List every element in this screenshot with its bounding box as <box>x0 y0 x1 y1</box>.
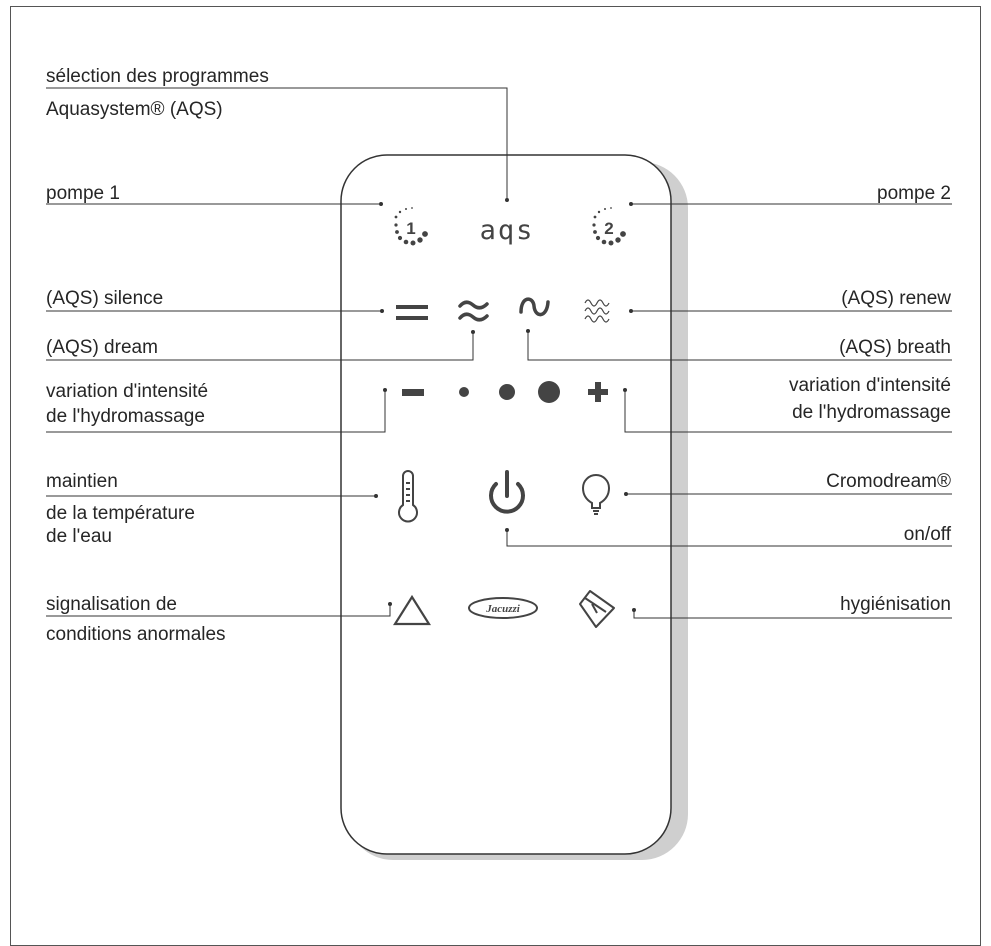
remote-body <box>340 154 672 855</box>
label-signalisation-line1: signalisation de <box>46 594 177 615</box>
power-icon <box>489 470 525 514</box>
thermometer-icon <box>398 470 418 523</box>
leader-hygienisation <box>633 611 952 619</box>
brand-logo-text: Jacuzzi <box>485 603 521 615</box>
label-variation-right-line2: de l'hydromassage <box>792 402 951 423</box>
intensity-dot-large <box>538 381 560 403</box>
label-signalisation-line2: conditions anormales <box>46 624 226 645</box>
leader-programmes <box>46 87 508 198</box>
label-pompe-1: pompe 1 <box>46 183 120 204</box>
leader-signalisation <box>46 605 391 617</box>
leader-variation-right <box>624 392 952 433</box>
aqs-logo: aqs <box>480 215 535 246</box>
label-variation-right-line1: variation d'intensité <box>788 375 951 396</box>
hygienisation-icon <box>579 590 615 628</box>
label-pompe-2: pompe 2 <box>877 183 951 204</box>
label-aquasystem: Aquasystem® (AQS) <box>46 99 223 120</box>
warning-triangle-icon <box>393 594 431 626</box>
label-cromodream: Cromodream® <box>826 471 951 492</box>
renew-icon <box>584 299 610 323</box>
silence-icon <box>396 305 428 320</box>
pump-1-digit: 1 <box>406 219 415 238</box>
intensity-dot-medium <box>499 384 515 400</box>
leader-variation-left <box>46 392 386 433</box>
leader-on-off <box>506 531 952 547</box>
pump-1-icon: 1 <box>394 207 428 246</box>
label-maintien-line3: de l'eau <box>46 526 112 547</box>
label-dream: (AQS) dream <box>46 337 158 358</box>
label-hygienisation: hygiénisation <box>840 594 951 615</box>
label-programmes: sélection des programmes <box>46 66 269 87</box>
label-variation-left-line2: de l'hydromassage <box>46 406 205 427</box>
leader-dream <box>46 334 474 361</box>
label-silence: (AQS) silence <box>46 288 164 309</box>
pump-2-icon: 2 <box>592 207 626 246</box>
label-renew: (AQS) renew <box>841 288 951 309</box>
minus-icon <box>402 389 424 396</box>
leader-breath <box>527 333 952 361</box>
jacuzzi-logo: Jacuzzi <box>468 597 538 619</box>
label-maintien-line2: de la température <box>46 503 195 524</box>
label-maintien-line1: maintien <box>46 471 118 492</box>
label-on-off: on/off <box>903 524 951 545</box>
dream-icon <box>458 300 489 322</box>
pump-2-digit: 2 <box>604 219 613 238</box>
light-bulb-icon <box>581 474 611 515</box>
intensity-dot-small <box>459 387 469 397</box>
plus-icon <box>588 382 608 402</box>
breath-icon <box>519 297 550 317</box>
label-variation-left-line1: variation d'intensité <box>46 381 209 402</box>
label-breath: (AQS) breath <box>839 337 951 358</box>
